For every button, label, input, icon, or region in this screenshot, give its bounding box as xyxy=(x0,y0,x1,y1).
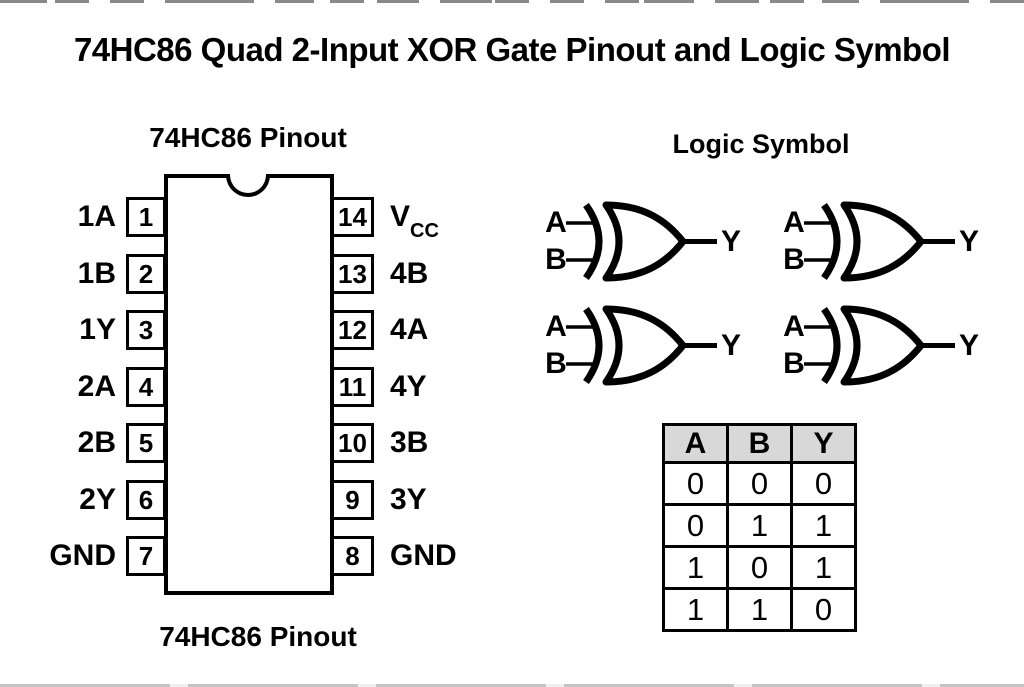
pin-box-1: 1 xyxy=(126,197,166,237)
table-row: 0 0 0 xyxy=(662,461,857,506)
pin-box-2: 2 xyxy=(126,254,166,294)
pin-label-2Y: 2Y xyxy=(79,483,116,516)
pin-number: 5 xyxy=(138,428,154,458)
pin-label-1Y: 1Y xyxy=(79,313,116,346)
pin-label-2B: 2B xyxy=(77,426,116,459)
label-text: 3B xyxy=(390,426,429,459)
pin-box-7: 7 xyxy=(126,536,166,576)
gate-output-y-label: Y xyxy=(720,329,741,362)
pin-number: 7 xyxy=(138,541,154,571)
pin-number: 13 xyxy=(338,259,367,289)
pin-number: 2 xyxy=(138,259,154,289)
pin-number: 4 xyxy=(138,372,154,402)
page-title: 74HC86 Quad 2-Input XOR Gate Pinout and … xyxy=(73,31,951,68)
xor-gate-symbol-icon xyxy=(804,201,955,282)
cell-b: 0 xyxy=(726,545,793,590)
pin-box-5: 5 xyxy=(126,423,166,463)
gate-input-b-label: B xyxy=(545,243,567,276)
pin-number: 8 xyxy=(345,541,360,571)
cell-y: 0 xyxy=(790,461,857,506)
pin-label-4B: 4B xyxy=(390,254,500,294)
cell-b: 1 xyxy=(726,503,793,548)
top-edge-artifact xyxy=(0,0,1024,3)
pin-box-11: 11 xyxy=(331,367,374,407)
xor-truth-table: A B Y 0 0 0 0 1 1 1 0 1 1 1 xyxy=(662,423,857,632)
cell-a: 0 xyxy=(662,461,729,506)
gate-input-a-label: A xyxy=(783,206,805,239)
label-text: 4A xyxy=(390,313,429,346)
xor-gate-3: A B Y xyxy=(540,300,750,395)
xor-gate-symbol-icon xyxy=(804,305,955,386)
gate-input-a-label: A xyxy=(545,310,567,343)
cell-a: 1 xyxy=(662,587,729,632)
pin-label-3Y: 3Y xyxy=(390,480,500,520)
xor-gate-symbol-icon xyxy=(566,305,717,386)
pin-number: 11 xyxy=(338,372,367,402)
cell-y: 0 xyxy=(790,587,857,632)
truth-table-header-row: A B Y xyxy=(662,423,857,464)
truth-header-y: Y xyxy=(790,423,857,464)
vcc-main: V xyxy=(390,200,411,233)
table-row: 1 0 1 xyxy=(662,545,857,590)
cell-y: 1 xyxy=(790,503,857,548)
pin-number: 6 xyxy=(138,485,154,515)
chip-body xyxy=(164,174,334,595)
cell-b: 0 xyxy=(726,461,793,506)
gate-input-a-label: A xyxy=(545,206,567,239)
cell-b: 1 xyxy=(726,587,793,632)
vcc-subscript: CC xyxy=(410,220,439,242)
cell-y: 1 xyxy=(790,545,857,590)
pin-box-14: 14 xyxy=(331,197,374,237)
xor-gate-4: A B Y xyxy=(778,300,988,395)
pin-box-9: 9 xyxy=(331,480,374,520)
pin-box-4: 4 xyxy=(126,367,166,407)
xor-gate-2: A B Y xyxy=(778,196,988,291)
gate-output-y-label: Y xyxy=(958,225,979,258)
pin-label-GND-right: GND xyxy=(390,536,500,576)
pin-number: 1 xyxy=(138,202,154,232)
pin-box-8: 8 xyxy=(331,536,374,576)
cell-a: 0 xyxy=(662,503,729,548)
pin-number: 9 xyxy=(345,485,360,515)
pin-box-13: 13 xyxy=(331,254,374,294)
gate-input-b-label: B xyxy=(545,347,567,380)
xor-gate-1: A B Y xyxy=(540,196,750,291)
gate-input-a-label: A xyxy=(783,310,805,343)
pin-box-3: 3 xyxy=(126,310,166,350)
pin-box-6: 6 xyxy=(126,480,166,520)
label-text: 4Y xyxy=(390,370,427,403)
bottom-edge-artifact xyxy=(0,684,1024,687)
xor-gate-symbol-icon xyxy=(566,201,717,282)
label-text: 4B xyxy=(390,257,429,290)
gate-output-y-label: Y xyxy=(958,329,979,362)
pin-label-1B: 1B xyxy=(77,257,116,290)
gate-input-b-label: B xyxy=(783,243,805,276)
pin-label-4Y: 4Y xyxy=(390,367,500,407)
truth-header-b: B xyxy=(726,423,793,464)
gate-output-y-label: Y xyxy=(720,225,741,258)
label-text: 3Y xyxy=(390,483,427,516)
pinout-title-bottom: 74HC86 Pinout xyxy=(159,621,357,652)
pin-label-2A: 2A xyxy=(77,370,116,403)
truth-header-a: A xyxy=(662,423,729,464)
pin-label-3B: 3B xyxy=(390,423,500,463)
pin-number: 14 xyxy=(338,202,367,232)
table-row: 1 1 0 xyxy=(662,587,857,632)
pin-number: 3 xyxy=(138,315,154,345)
table-row: 0 1 1 xyxy=(662,503,857,548)
pin-label-1A: 1A xyxy=(77,200,116,233)
gate-input-b-label: B xyxy=(783,347,805,380)
label-text: GND xyxy=(390,539,457,572)
cell-a: 1 xyxy=(662,545,729,590)
pin-box-12: 12 xyxy=(331,310,374,350)
logic-symbol-title: Logic Symbol xyxy=(672,129,850,159)
pin-number: 12 xyxy=(338,315,367,345)
pin-label-VCC: VCC xyxy=(390,197,500,241)
pin-number: 10 xyxy=(338,428,367,458)
pin-label-GND-left: GND xyxy=(49,539,116,572)
pin-label-4A: 4A xyxy=(390,310,500,350)
pin-box-10: 10 xyxy=(331,423,374,463)
pinout-title-top: 74HC86 Pinout xyxy=(149,122,347,153)
